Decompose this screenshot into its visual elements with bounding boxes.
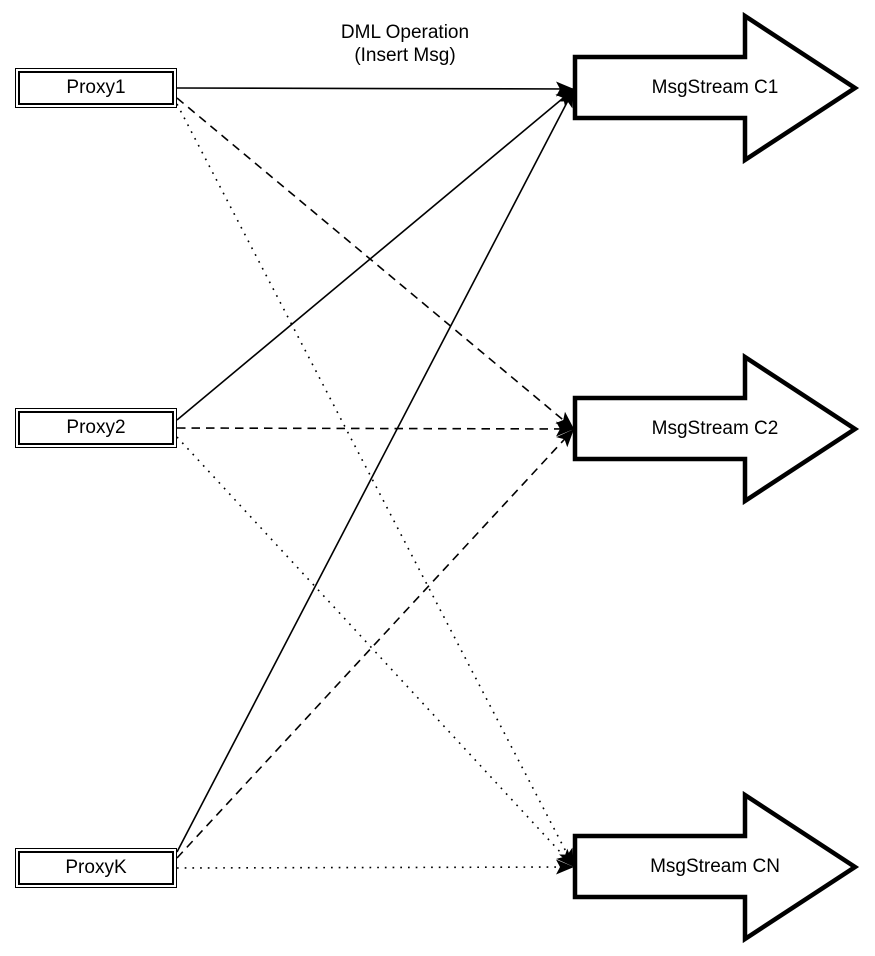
- proxy2-box: Proxy2: [15, 408, 177, 448]
- proxy2-label: Proxy2: [66, 417, 126, 438]
- proxyk-label: ProxyK: [65, 857, 127, 878]
- block-arrow-shape-cn: [572, 790, 860, 944]
- msgstream-c1-arrow: MsgStream C1: [570, 11, 860, 165]
- dml-operation-label-line2: (Insert Msg): [354, 45, 456, 66]
- proxy1-box-inner: Proxy1: [18, 71, 174, 105]
- block-arrow-shape-c2: [572, 352, 860, 506]
- edge-proxyk-to-c2-dashed: [176, 428, 575, 859]
- dml-operation-label: DML Operation (Insert Msg): [255, 21, 555, 67]
- proxyk-box-inner: ProxyK: [18, 851, 174, 885]
- edge-proxyk-to-cn-dotted: [176, 859, 575, 875]
- proxy1-label: Proxy1: [66, 77, 126, 98]
- dml-operation-label-line1: DML Operation: [340, 22, 470, 43]
- proxy1-box: Proxy1: [15, 68, 177, 108]
- proxy2-box-inner: Proxy2: [18, 411, 174, 445]
- edge-proxy1-to-c2-dashed: [176, 97, 575, 430]
- edge-proxy1-to-cn-dotted: [176, 103, 575, 868]
- edge-proxyk-to-c1-solid: [176, 88, 575, 853]
- proxyk-box: ProxyK: [15, 848, 177, 888]
- edge-proxy2-to-c1-solid: [176, 88, 575, 421]
- block-arrow-shape-c1: [572, 11, 860, 165]
- msgstream-cn-arrow: MsgStream CN: [570, 790, 860, 944]
- edge-proxy2-to-c2-dashed: [176, 421, 575, 437]
- edge-proxy2-to-cn-dotted: [176, 436, 575, 868]
- msgstream-c2-arrow: MsgStream C2: [570, 352, 860, 506]
- edge-proxy1-to-c1-solid: [176, 81, 575, 97]
